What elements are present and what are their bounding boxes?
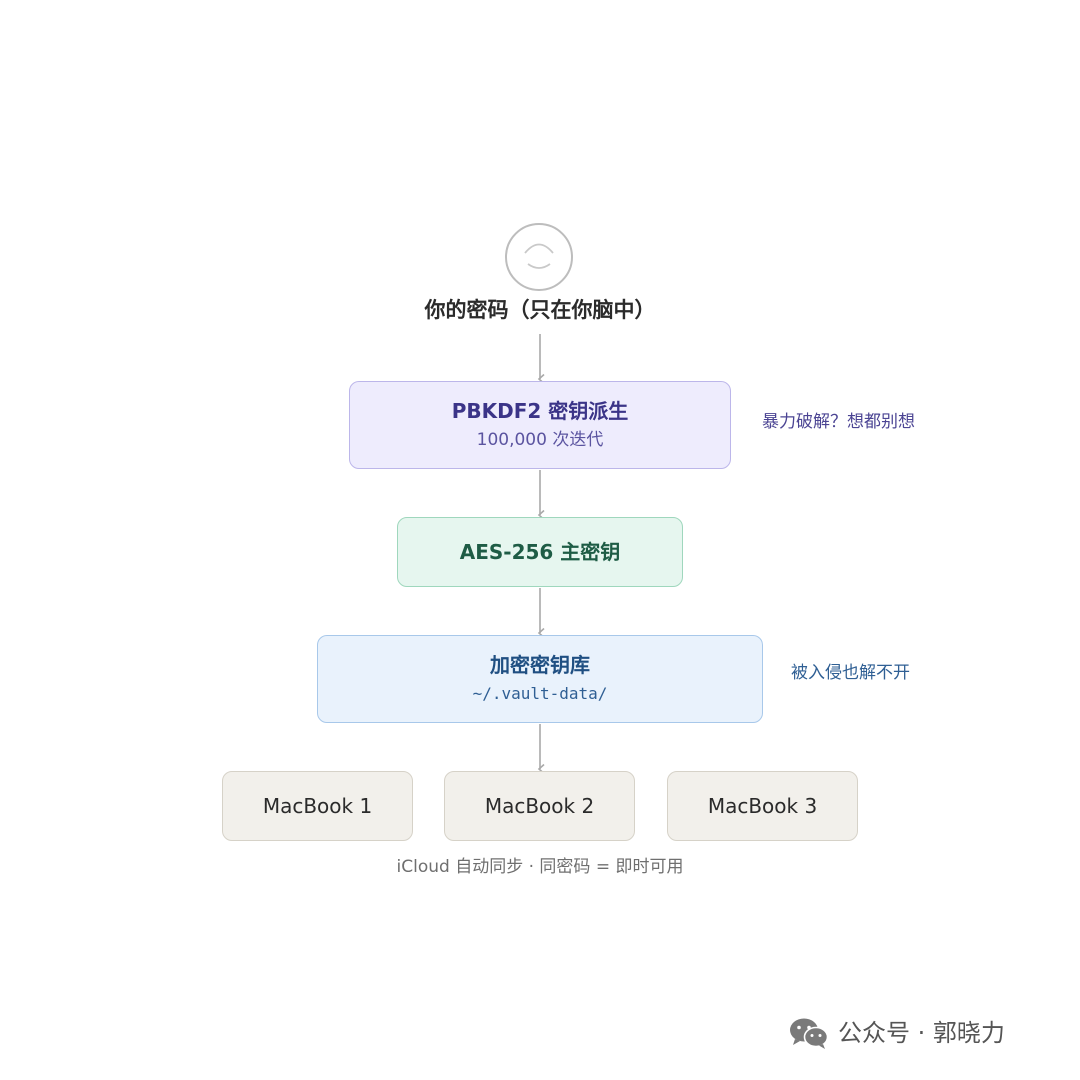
watermark: 公众号 · 郭晓力 <box>788 1016 1005 1050</box>
aes-box: AES-256 主密钥 <box>397 517 683 587</box>
breach-note: 被入侵也解不开 <box>791 663 910 683</box>
device-macbook-2: MacBook 2 <box>444 771 635 841</box>
vault-box: 加密密钥库 ~/.vault-data/ <box>317 635 763 723</box>
user-face-icon <box>504 222 574 292</box>
vault-title: 加密密钥库 <box>490 653 590 677</box>
aes-title: AES-256 主密钥 <box>459 540 621 564</box>
user-password-label: 你的密码（只在你脑中） <box>424 298 656 322</box>
pbkdf2-subtitle: 100,000 次迭代 <box>476 430 604 450</box>
pbkdf2-title: PBKDF2 密钥派生 <box>451 399 629 423</box>
device-macbook-3: MacBook 3 <box>667 771 858 841</box>
wechat-icon <box>790 1018 829 1049</box>
pbkdf2-box: PBKDF2 密钥派生 100,000 次迭代 <box>349 381 731 469</box>
bruteforce-note: 暴力破解？想都别想 <box>762 412 915 432</box>
sync-caption: iCloud 自动同步 · 同密码 = 即时可用 <box>396 857 684 877</box>
device-macbook-1: MacBook 1 <box>222 771 413 841</box>
vault-path: ~/.vault-data/ <box>472 684 608 703</box>
watermark-text: 公众号 · 郭晓力 <box>838 1019 1005 1047</box>
